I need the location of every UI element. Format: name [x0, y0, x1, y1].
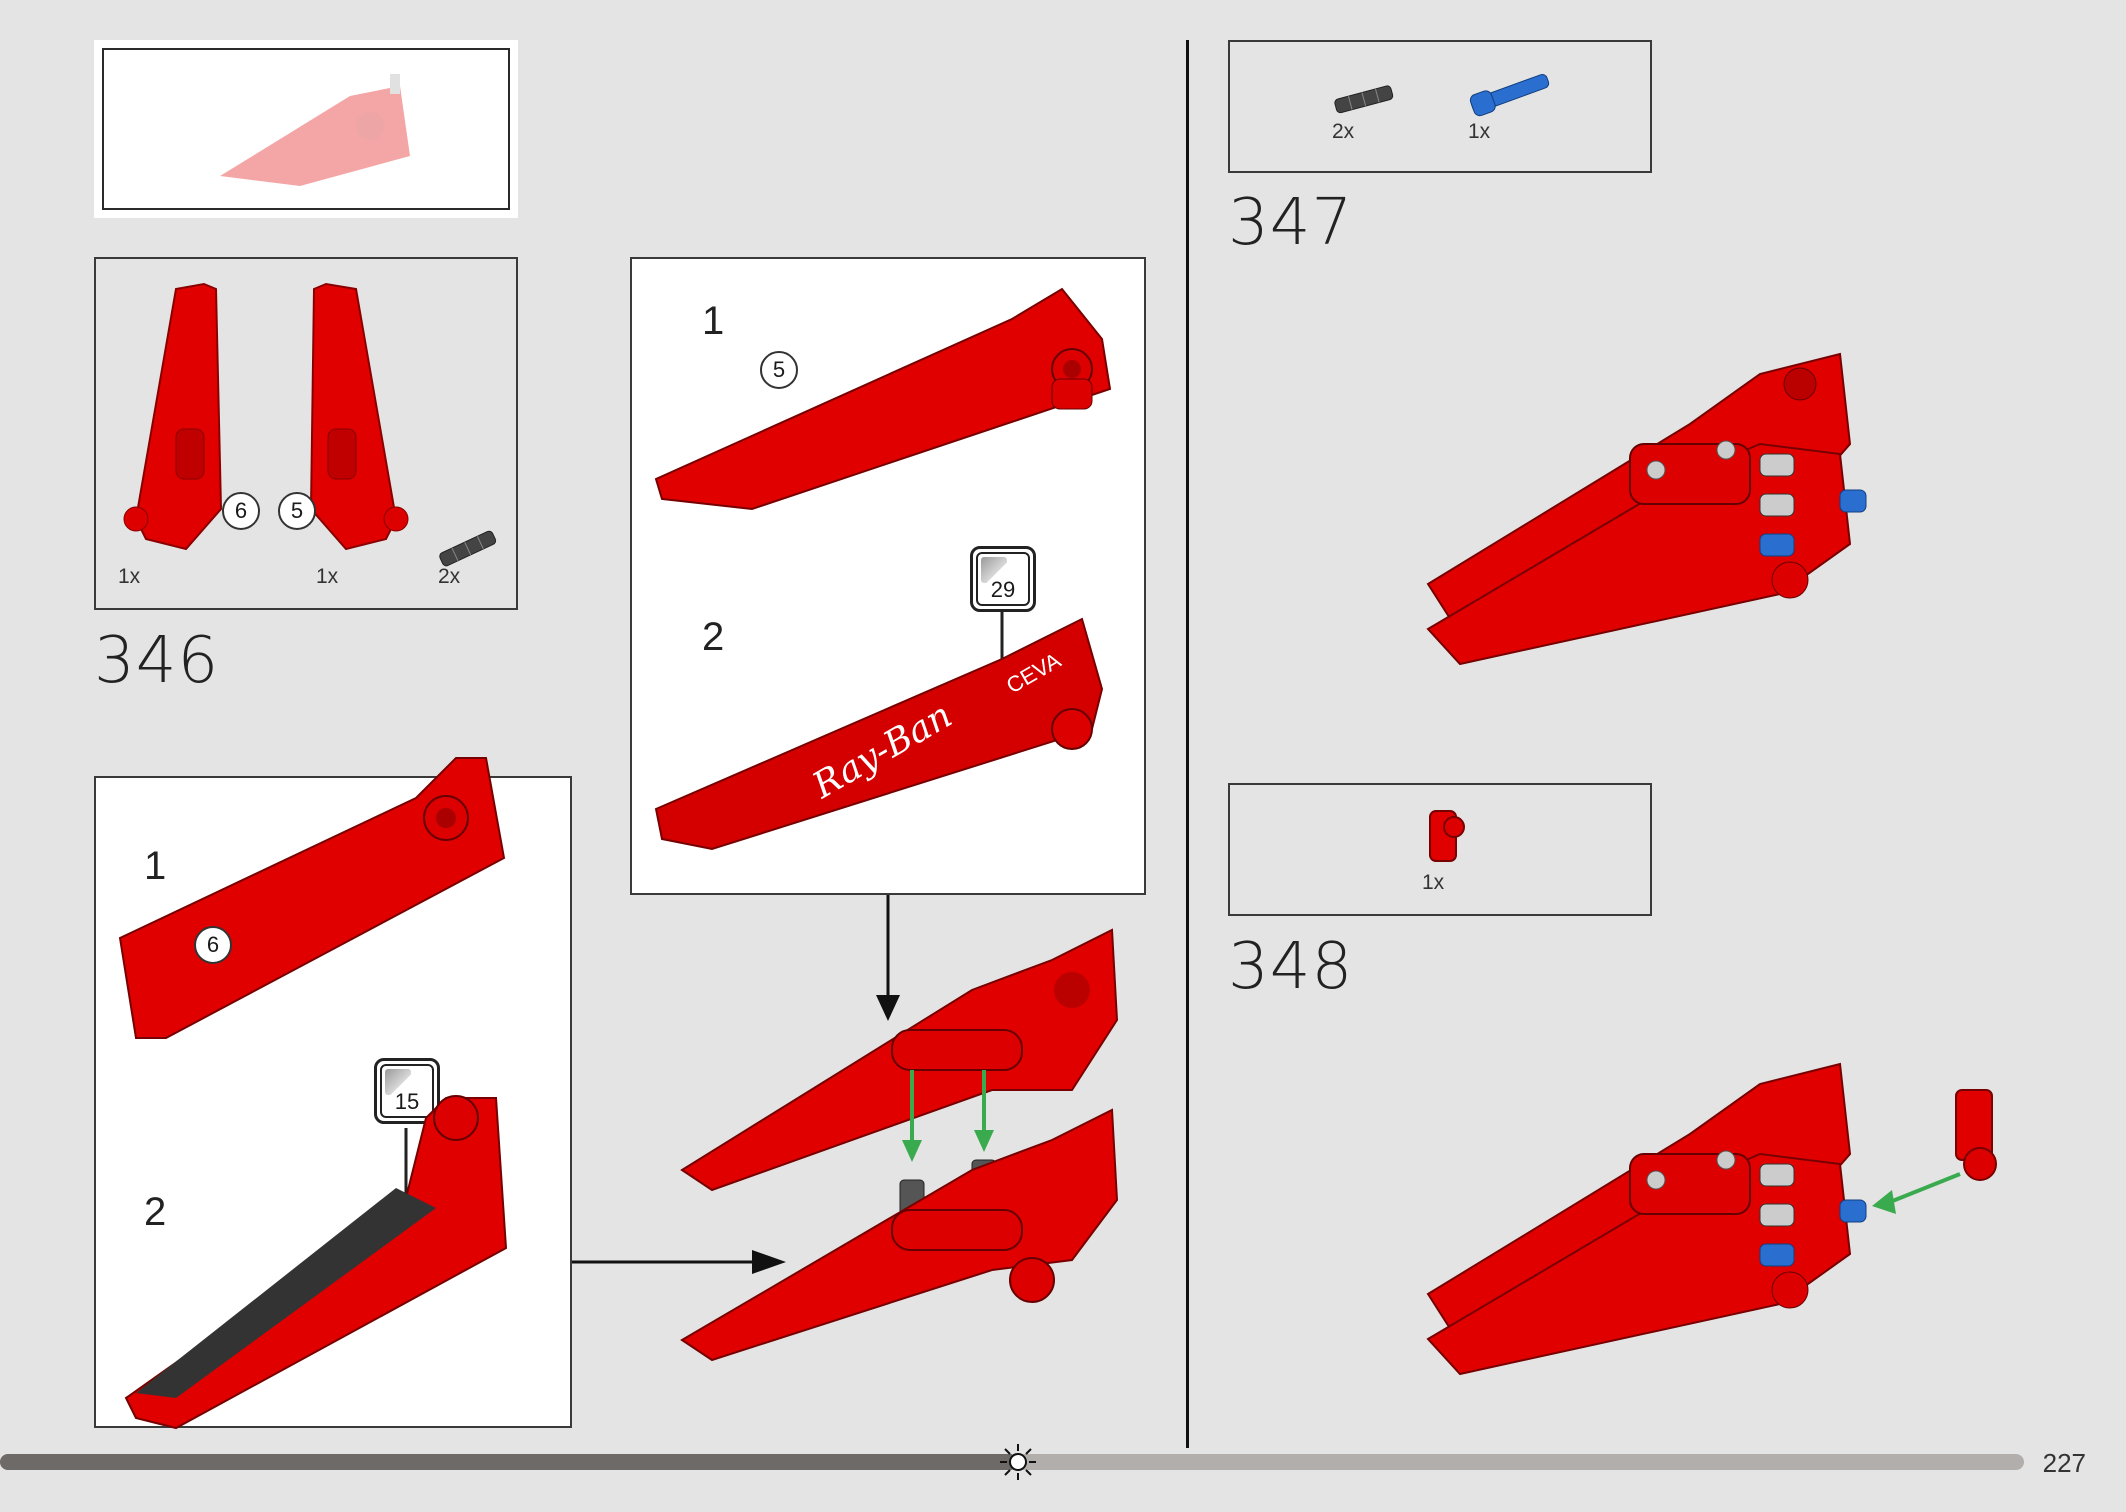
friction-pin-icon — [439, 530, 497, 567]
callout-6: 6 — [194, 926, 232, 964]
page-number: 227 — [2042, 1448, 2086, 1478]
sticker-ref-15: 15 — [374, 1058, 440, 1124]
callout-6: 6 — [222, 492, 260, 530]
wing-panel-plain-image — [118, 757, 506, 1039]
red-connector-icon — [1429, 810, 1465, 862]
parts-list-346: 6 5 1x 1x 2x — [94, 257, 518, 610]
arrow-right — [572, 1250, 786, 1274]
subassembly-b-box: 1 5 2 29 Ray-Ban CEVA — [630, 257, 1146, 895]
callout-5: 5 — [278, 492, 316, 530]
progress-bar — [0, 1454, 2024, 1470]
wing-panel-plain-image — [654, 287, 1112, 511]
parts-list-347: 2x 1x — [1228, 40, 1652, 173]
step-number-347: 347 — [1228, 186, 1354, 260]
sticker-icon — [385, 1069, 411, 1095]
substep-2: 2 — [144, 1190, 167, 1234]
step-number-348: 348 — [1228, 930, 1354, 1004]
assembly-348-image — [1426, 1062, 1997, 1376]
sun-icon — [1000, 1444, 1036, 1480]
wing-panel-stickered-image — [124, 1095, 508, 1430]
assembly-346-image — [680, 928, 1119, 1362]
substep-1: 1 — [702, 299, 725, 343]
step-number-346: 346 — [94, 624, 220, 698]
sticker-icon — [981, 557, 1007, 583]
part-qty: 2x — [1332, 120, 1355, 143]
blue-axle-pin-icon — [1469, 73, 1550, 117]
part-qty: 1x — [1468, 120, 1491, 143]
part-qty: 2x — [438, 565, 461, 588]
wing-panel-stickered-image: Ray-Ban CEVA — [654, 609, 1104, 851]
sticker-number: 15 — [394, 1089, 420, 1114]
subassembly-a-box: 1 6 2 15 — [94, 757, 572, 1430]
arrow-down — [876, 895, 900, 1021]
page-divider — [1186, 40, 1189, 1448]
preview-box — [94, 40, 518, 218]
wing-panel-left-icon — [309, 282, 409, 551]
assembly-347-image — [1426, 352, 1867, 666]
parts-list-348: 1x — [1228, 783, 1652, 916]
progress-bar-fill — [0, 1454, 1012, 1470]
part-qty: 1x — [118, 565, 141, 588]
substep-1: 1 — [144, 844, 167, 888]
sticker-ref-29: 29 — [970, 546, 1036, 612]
preview-subassembly-image — [220, 74, 410, 186]
part-qty: 1x — [316, 565, 339, 588]
substep-2: 2 — [702, 615, 725, 659]
wing-panel-right-icon — [123, 282, 223, 551]
part-qty: 1x — [1422, 871, 1445, 894]
friction-pin-icon — [1334, 85, 1394, 114]
sticker-number: 29 — [990, 577, 1016, 602]
callout-5: 5 — [760, 351, 798, 389]
